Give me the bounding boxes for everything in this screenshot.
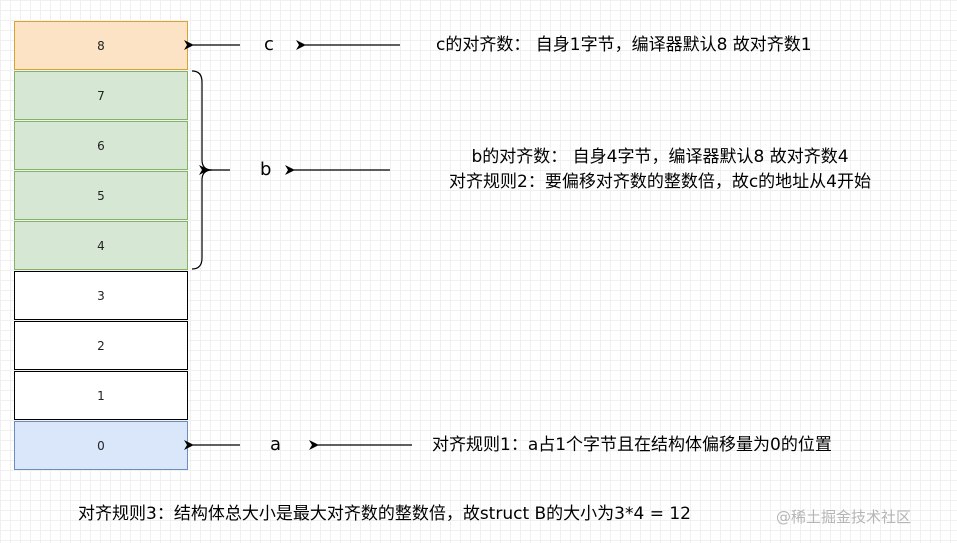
memory-cell-1: 1 (14, 371, 188, 420)
memory-cell-7: 7 (14, 71, 188, 120)
memory-cell-5: 5 (14, 171, 188, 220)
note-rule-1: 对齐规则1：a占1个字节且在结构体偏移量为0的位置 (432, 435, 832, 455)
label-b: b (260, 159, 272, 180)
label-c: c (264, 34, 274, 55)
memory-cell-0: 0 (14, 421, 188, 470)
note-b-alignment: b的对齐数： 自身4字节，编译器默认8 故对齐数4 (471, 147, 849, 167)
note-rule-3: 对齐规则3：结构体总大小是最大对齐数的整数倍，故struct B的大小为3*4 … (78, 504, 691, 524)
memory-cell-6: 6 (14, 121, 188, 170)
memory-cell-8: 8 (14, 21, 188, 70)
memory-cell-4: 4 (14, 221, 188, 270)
note-c-alignment: c的对齐数： 自身1字节，编译器默认8 故对齐数1 (436, 35, 812, 55)
memory-cell-3: 3 (14, 271, 188, 320)
note-rule-2: 对齐规则2：要偏移对齐数的整数倍，故c的地址从4开始 (449, 172, 871, 192)
watermark: @稀土掘金技术社区 (776, 508, 912, 526)
label-a: a (270, 434, 282, 455)
memory-cell-2: 2 (14, 321, 188, 370)
